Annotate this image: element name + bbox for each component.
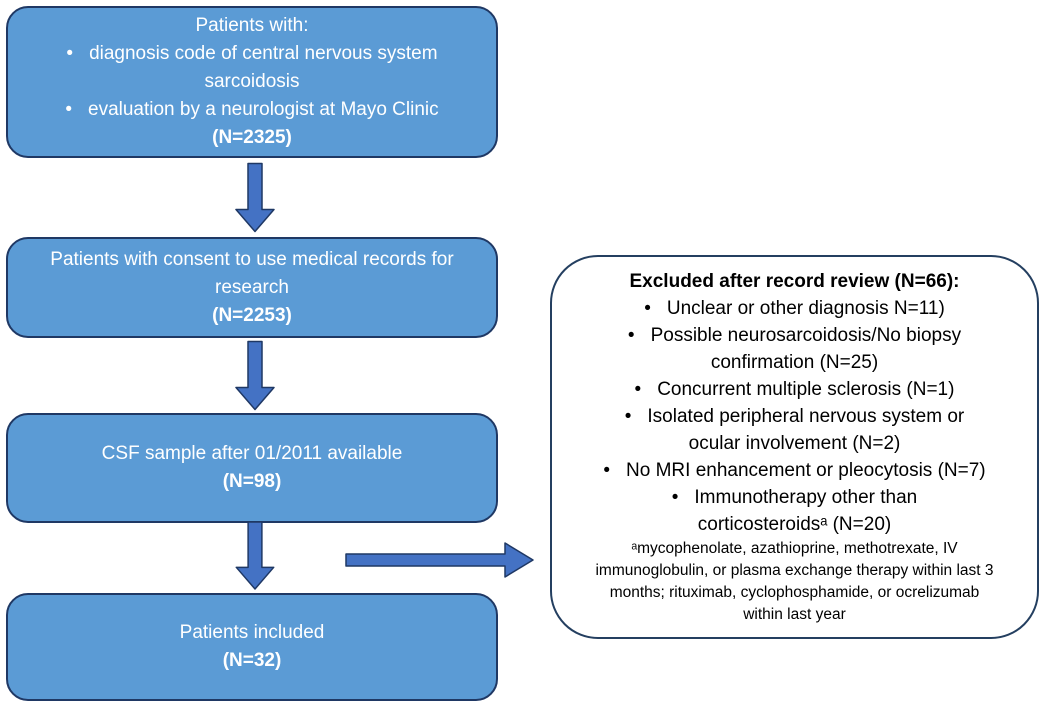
bullet-text: Concurrent multiple sclerosis (N=1) xyxy=(657,379,955,400)
bullet-icon: • xyxy=(624,406,632,427)
exclusion-title: Excluded after record review (N=66): xyxy=(629,271,960,292)
bullet-icon: • xyxy=(671,487,679,508)
patient-count: (N=2325) xyxy=(212,127,292,148)
bullet-line: • Isolated peripheral nervous system or o… xyxy=(566,403,1023,457)
bullet-text: Immunotherapy other than corticosteroids… xyxy=(694,487,918,535)
bullet-text: diagnosis code of central nervous system… xyxy=(89,43,438,92)
flow-box-csf-sample: CSF sample after 01/2011 available (N=98… xyxy=(6,413,498,523)
bullet-text: No MRI enhancement or pleocytosis (N=7) xyxy=(626,460,986,481)
bullet-line: • No MRI enhancement or pleocytosis (N=7) xyxy=(566,457,1023,484)
box-text: CSF sample after 01/2011 available xyxy=(101,443,403,464)
bullet-line: • Unclear or other diagnosis N=11) xyxy=(566,295,1023,322)
bullet-line: • Concurrent multiple sclerosis (N=1) xyxy=(566,376,1023,403)
exclusion-box: Excluded after record review (N=66): • Un… xyxy=(550,255,1039,639)
bullet-text: Unclear or other diagnosis N=11) xyxy=(666,298,945,319)
box-text: Patients with consent to use medical rec… xyxy=(50,248,454,298)
bullet-line: • Immunotherapy other than corticosteroid… xyxy=(566,484,1023,538)
patient-count: (N=98) xyxy=(222,471,282,492)
bullet-icon: • xyxy=(644,298,651,319)
bullet-text: evaluation by a neurologist at Mayo Clin… xyxy=(88,99,439,120)
patient-count: (N=2253) xyxy=(212,304,292,326)
right-arrow xyxy=(345,542,534,578)
bullet-text: Possible neurosarcoidosis/No biopsy conf… xyxy=(650,325,962,373)
bullet-line: • Possible neurosarcoidosis/No biopsy con… xyxy=(566,322,1023,376)
flow-box-included: Patients included (N=32) xyxy=(6,593,498,701)
down-arrow xyxy=(235,340,275,411)
box-title: Patients with: xyxy=(195,15,309,36)
box-text: Patients included xyxy=(179,622,325,643)
flow-box-consent: Patients with consent to use medical rec… xyxy=(6,237,498,338)
bullet-line: • diagnosis code of central nervous syste… xyxy=(18,40,486,96)
bullet-icon: • xyxy=(603,460,611,481)
patient-count: (N=32) xyxy=(222,650,282,671)
bullet-line: • evaluation by a neurologist at Mayo Cli… xyxy=(18,96,486,124)
down-arrow xyxy=(235,162,275,233)
exclusion-footnote: ᵃmycophenolate, azathioprine, methotrexa… xyxy=(595,540,994,623)
bullet-text: Isolated peripheral nervous system or oc… xyxy=(647,406,965,454)
bullet-icon: • xyxy=(65,99,72,120)
bullet-icon: • xyxy=(66,43,74,64)
bullet-icon: • xyxy=(634,379,642,400)
down-arrow xyxy=(235,521,275,590)
flow-box-eligible-patients: Patients with: • diagnosis code of centra… xyxy=(6,6,498,158)
bullet-icon: • xyxy=(627,325,635,346)
